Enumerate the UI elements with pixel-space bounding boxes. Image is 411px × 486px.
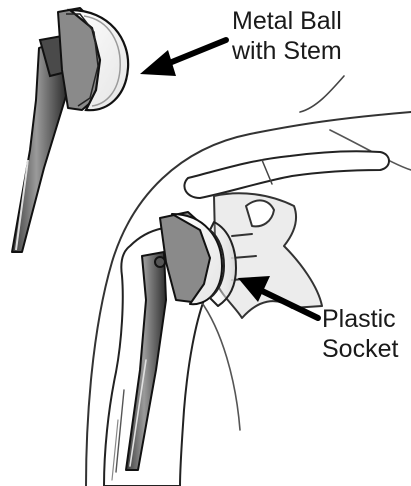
plastic-socket-label-line2: Socket bbox=[322, 334, 398, 364]
standalone-implant bbox=[12, 8, 128, 252]
metal-ball-label: Metal Ball with Stem bbox=[232, 6, 342, 66]
plastic-socket-label-line1: Plastic bbox=[322, 304, 398, 334]
clavicle bbox=[184, 151, 389, 198]
metal-ball-label-line1: Metal Ball bbox=[232, 6, 342, 36]
metal-ball-label-line2: with Stem bbox=[232, 36, 342, 66]
plastic-socket-label: Plastic Socket bbox=[322, 304, 398, 364]
metal-ball-arrow bbox=[140, 40, 226, 76]
